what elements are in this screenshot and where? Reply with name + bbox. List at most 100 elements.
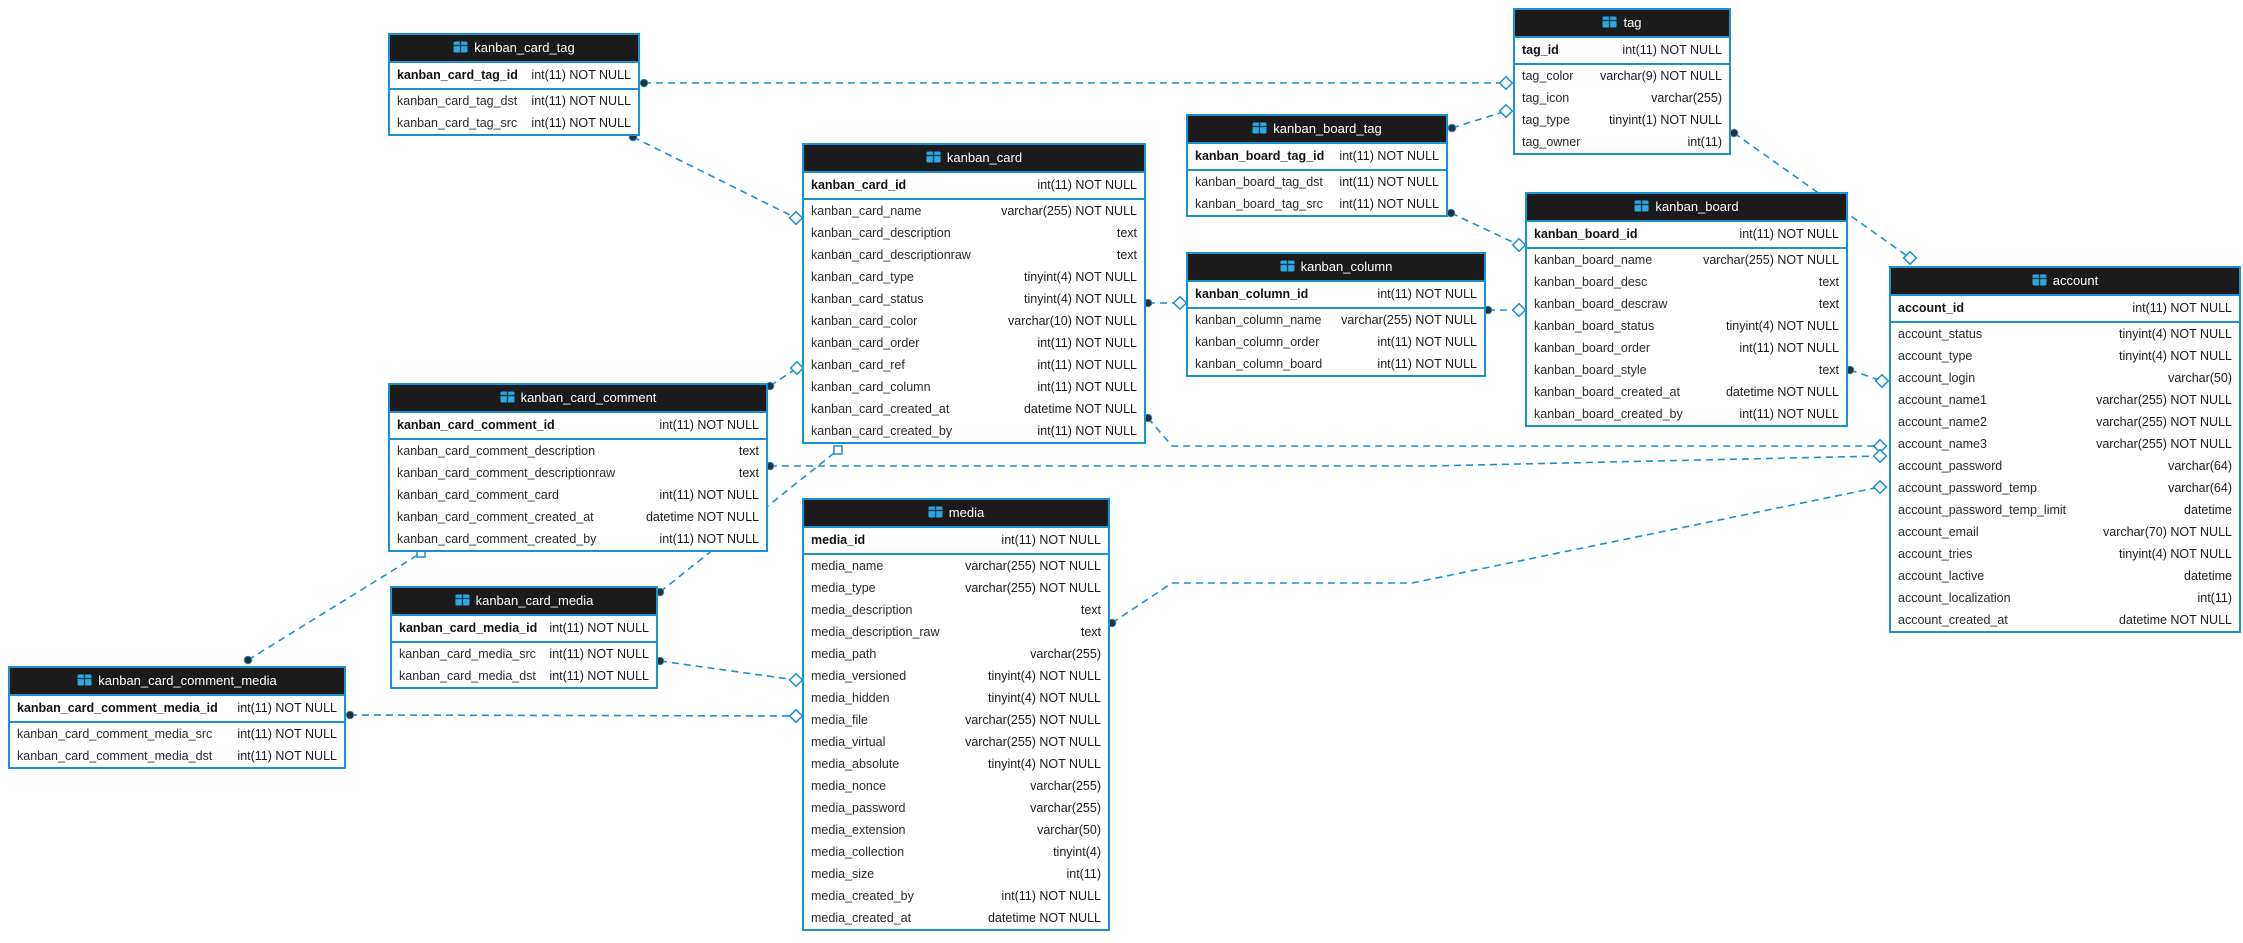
table-header[interactable]: kanban_card_comment_media <box>10 668 344 696</box>
table-header[interactable]: kanban_card_media <box>392 588 656 616</box>
table-header[interactable]: kanban_card_comment <box>390 385 766 413</box>
relation-kanban_board_tag-to-tag[interactable] <box>1451 110 1507 129</box>
relation-kanban_board_tag-to-kanban_board[interactable] <box>1450 212 1520 246</box>
relation-kanban_card_tag-to-kanban_card[interactable] <box>632 136 797 219</box>
relation-kanban_card_comment-to-account[interactable] <box>770 455 1881 467</box>
relation-kanban_card-to-account[interactable] <box>1147 417 1880 447</box>
table-header[interactable]: kanban_column <box>1188 254 1484 282</box>
table-header[interactable]: account <box>1891 268 2239 296</box>
relation-kanban_card_comment-to-kanban_card[interactable] <box>769 367 798 387</box>
relation-media-to-account[interactable] <box>1111 486 1881 624</box>
relation-kanban_card_media-to-media[interactable] <box>659 660 797 681</box>
table-header[interactable]: kanban_card <box>804 145 1144 173</box>
table-header[interactable]: kanban_card_tag <box>390 35 638 63</box>
relation-kanban_card_comment_media-to-media[interactable] <box>349 714 797 717</box>
table-header[interactable]: tag <box>1515 10 1729 38</box>
